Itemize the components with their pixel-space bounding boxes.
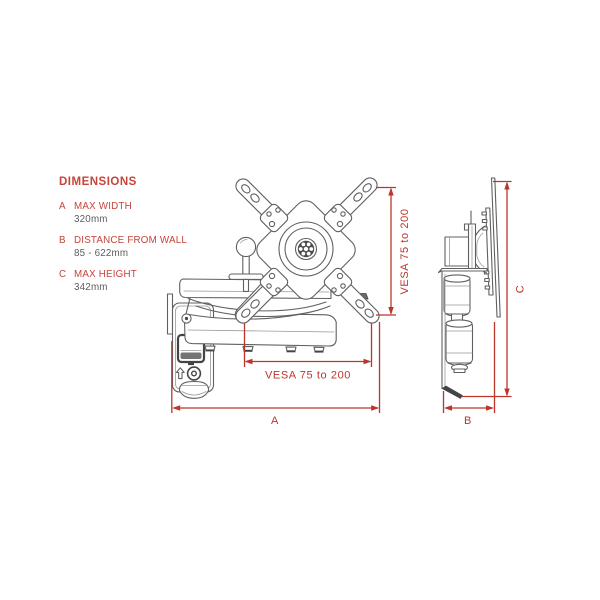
dim-letter-c: C <box>59 269 67 280</box>
plate-corner-pads <box>259 203 353 297</box>
tilt-knob <box>228 236 264 292</box>
vesa-plate-front <box>235 177 380 324</box>
bracket-dome-foot <box>178 380 210 399</box>
dim-vesa-vertical: VESA 75 to 200 <box>376 186 411 316</box>
legend-item-max-width: A MAX WIDTH 320mm <box>59 201 209 225</box>
shelf-side <box>437 267 488 274</box>
side-view <box>437 177 501 399</box>
wall-box-side <box>444 236 470 267</box>
dim-height-c: C <box>461 180 527 398</box>
front-view <box>166 177 380 399</box>
dim-vesa-vertical-label: VESA 75 to 200 <box>399 208 411 294</box>
dimensions-legend: DIMENSIONS A MAX WIDTH 320mm B DISTANCE … <box>59 176 209 303</box>
dimension-annotations: VESA 75 to 200 VESA 75 to 200 A <box>171 180 527 427</box>
legend-title: DIMENSIONS <box>59 176 137 188</box>
dim-width-a-label: A <box>271 415 279 427</box>
dim-letter-a: A <box>59 201 66 212</box>
lower-joint-side <box>445 319 474 374</box>
legend-item-max-height: C MAX HEIGHT 342mm <box>59 269 209 293</box>
dim-label-max-height: MAX HEIGHT <box>74 269 137 280</box>
tv-plate-side <box>490 177 501 318</box>
l-bracket-side <box>441 270 463 399</box>
arrow-up-icon <box>175 367 185 380</box>
dim-depth-b-label: B <box>464 415 472 427</box>
dim-label-distance-from-wall: DISTANCE FROM WALL <box>74 235 188 246</box>
legend-item-distance-from-wall: B DISTANCE FROM WALL 85 - 622mm <box>59 235 209 259</box>
lock-cylinder-icon <box>186 366 202 381</box>
vesa-strip-side <box>481 207 494 296</box>
upper-joint-side <box>443 274 471 323</box>
wall-bracket-front <box>166 293 215 399</box>
dim-value-max-height: 342mm <box>74 282 108 293</box>
dim-letter-b: B <box>59 235 66 246</box>
dim-width-a: A <box>171 322 381 427</box>
dim-vesa-horizontal: VESA 75 to 200 <box>243 323 373 382</box>
arm-feet <box>204 345 325 353</box>
dim-value-distance-from-wall: 85 - 622mm <box>74 248 129 259</box>
dim-depth-b: B <box>442 322 496 427</box>
dim-label-max-width: MAX WIDTH <box>74 201 132 212</box>
dim-height-c-label: C <box>515 285 527 294</box>
dim-vesa-horizontal-label: VESA 75 to 200 <box>265 370 351 382</box>
dim-value-max-width: 320mm <box>74 214 108 225</box>
plate-hub <box>278 221 334 277</box>
